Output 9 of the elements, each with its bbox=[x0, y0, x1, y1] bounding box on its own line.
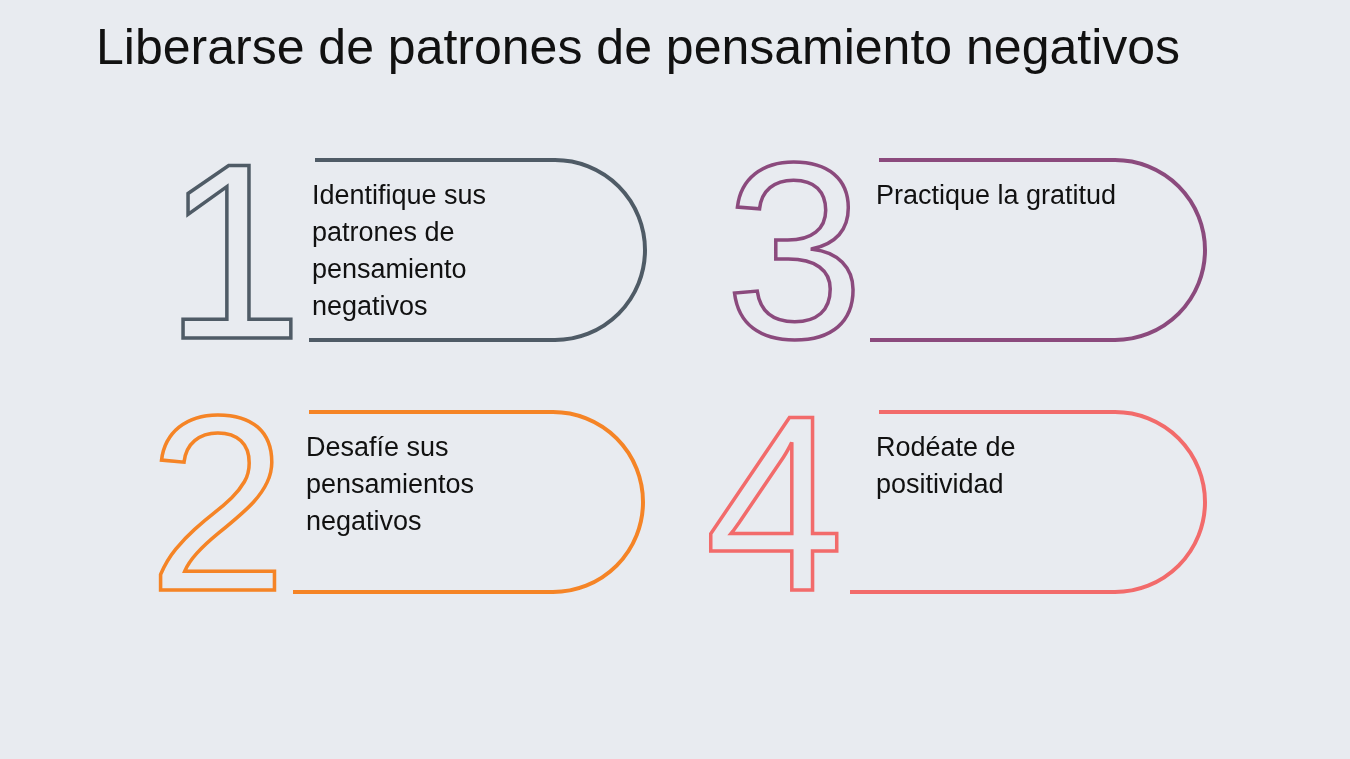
step-text: Rodéate de positividad bbox=[876, 431, 1017, 501]
step-text: Desafíe sus pensamientos negativos bbox=[306, 431, 476, 538]
step-number: 1 bbox=[164, 162, 304, 342]
title: Liberarse de patrones de pensamiento negativos bbox=[96, 18, 1181, 77]
step-number: 4 bbox=[705, 414, 845, 594]
step-text: Identifique sus patrones de pensamiento negativos bbox=[312, 179, 488, 323]
step-number: 2 bbox=[148, 414, 288, 594]
step-text: Practique la gratitud bbox=[876, 179, 1118, 212]
step-number: 3 bbox=[725, 162, 865, 342]
